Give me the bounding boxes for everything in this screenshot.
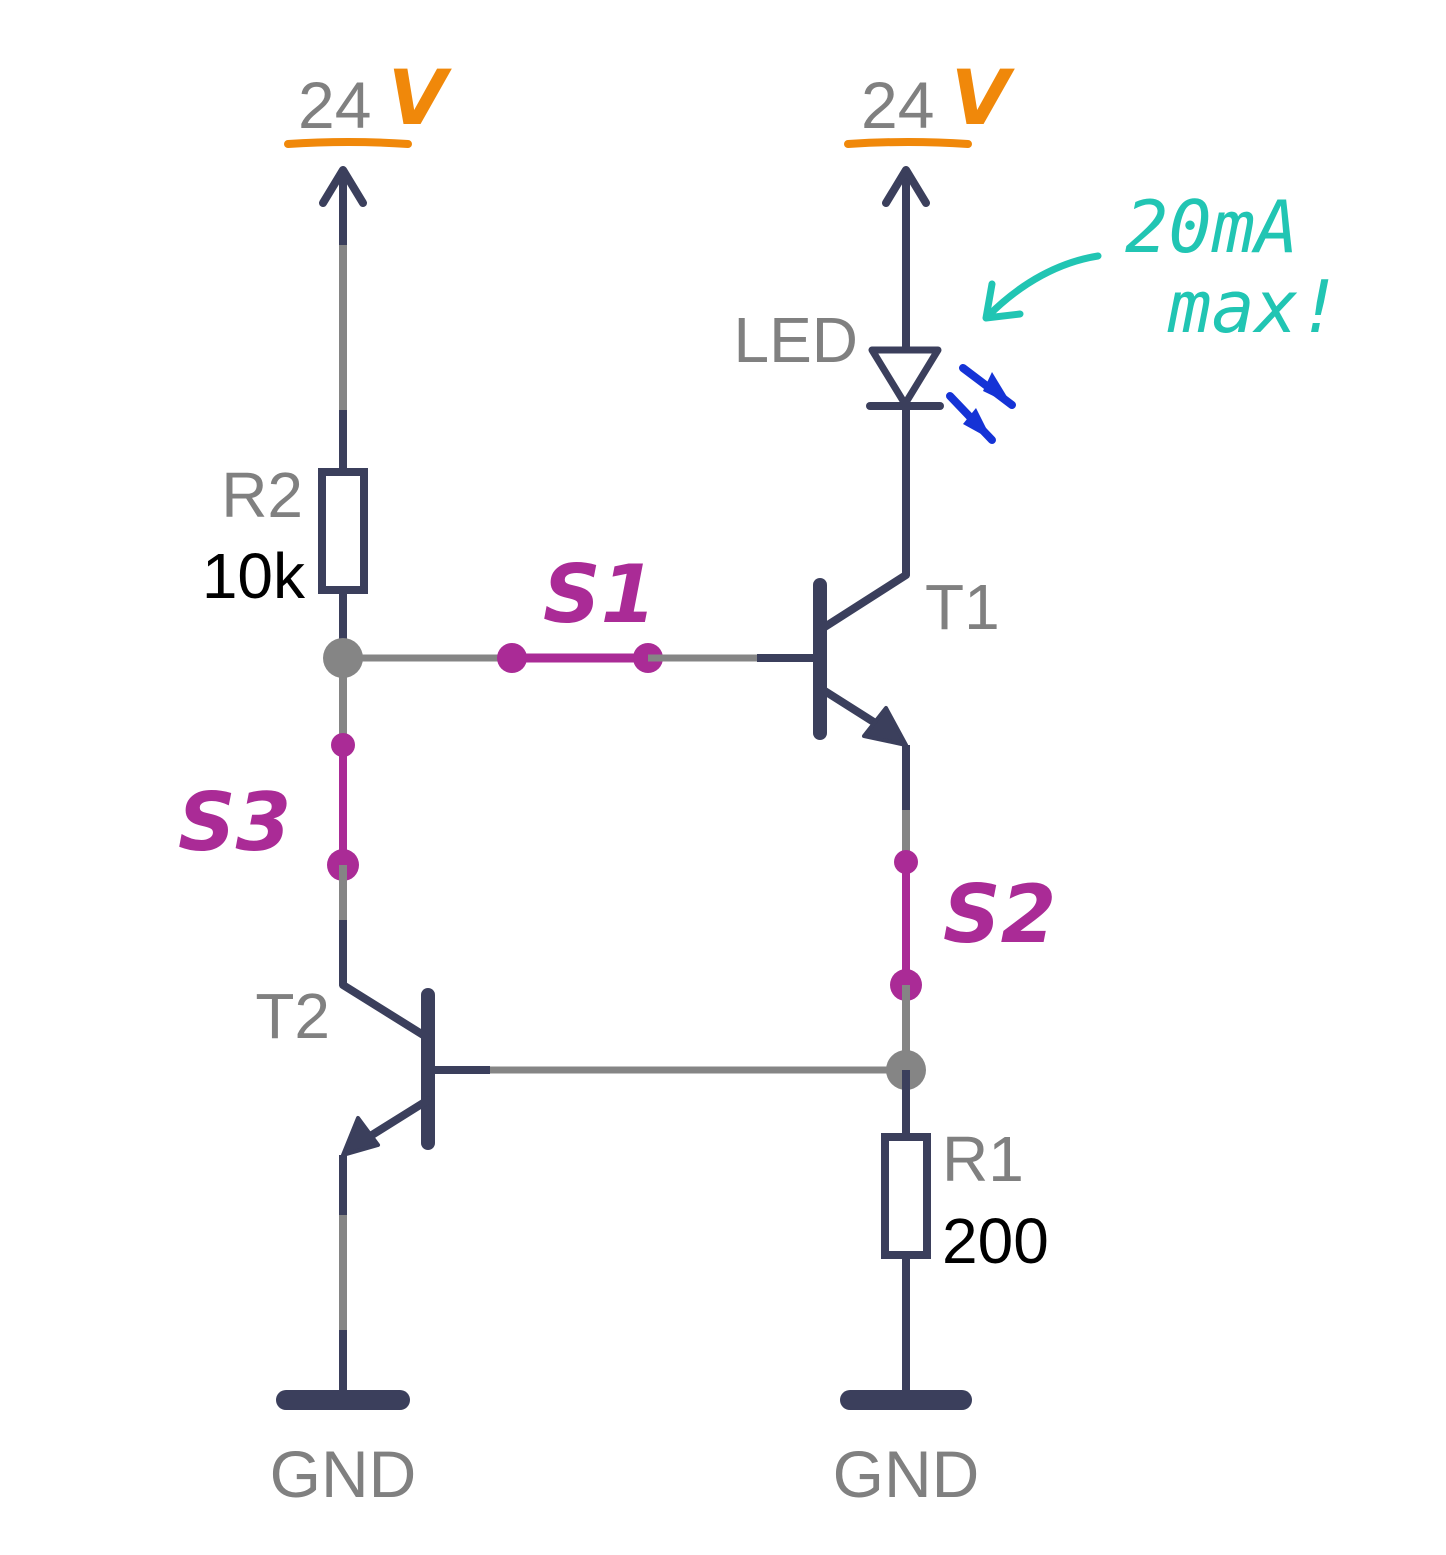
r1-value-label: 200 xyxy=(942,1205,1049,1277)
s3-label: S3 xyxy=(178,776,291,869)
r2-value-label: 10k xyxy=(202,540,306,612)
right-supply-arrow xyxy=(882,166,930,249)
r2-name-label: R2 xyxy=(221,459,303,531)
led-diode xyxy=(866,346,944,410)
supply-right-number: 24 xyxy=(861,68,934,142)
left-supply-arrow xyxy=(319,166,367,249)
annotation-line-2: max! xyxy=(1167,265,1341,349)
annotation-line-1: 20mA xyxy=(1125,185,1298,269)
s2-label: S2 xyxy=(943,868,1056,961)
switch-s2[interactable] xyxy=(890,850,922,1001)
s1-label: S1 xyxy=(543,548,656,641)
r1-resistor-body xyxy=(881,1133,931,1259)
ground-left-label: GND xyxy=(270,1437,417,1511)
r1-name-label: R1 xyxy=(942,1123,1024,1195)
annotation-arrow-icon xyxy=(982,252,1102,322)
r2-resistor-body xyxy=(318,468,368,594)
led-light-rays-icon xyxy=(946,364,1016,444)
switch-s1[interactable] xyxy=(497,643,663,673)
supply-left-number: 24 xyxy=(298,68,371,142)
transistor-t1 xyxy=(757,571,910,747)
t1-name-label: T1 xyxy=(925,571,1000,643)
switch-s3[interactable] xyxy=(327,733,359,881)
supply-left-unit: V xyxy=(388,53,452,142)
transistor-t2 xyxy=(339,981,490,1157)
supply-right-unit: V xyxy=(951,53,1015,142)
led-name-label: LED xyxy=(734,304,859,376)
supply-label-left: 24 V xyxy=(284,53,452,148)
supply-label-right: 24 V xyxy=(844,53,1015,148)
ground-right-label: GND xyxy=(833,1437,980,1511)
t2-name-label: T2 xyxy=(255,980,330,1052)
